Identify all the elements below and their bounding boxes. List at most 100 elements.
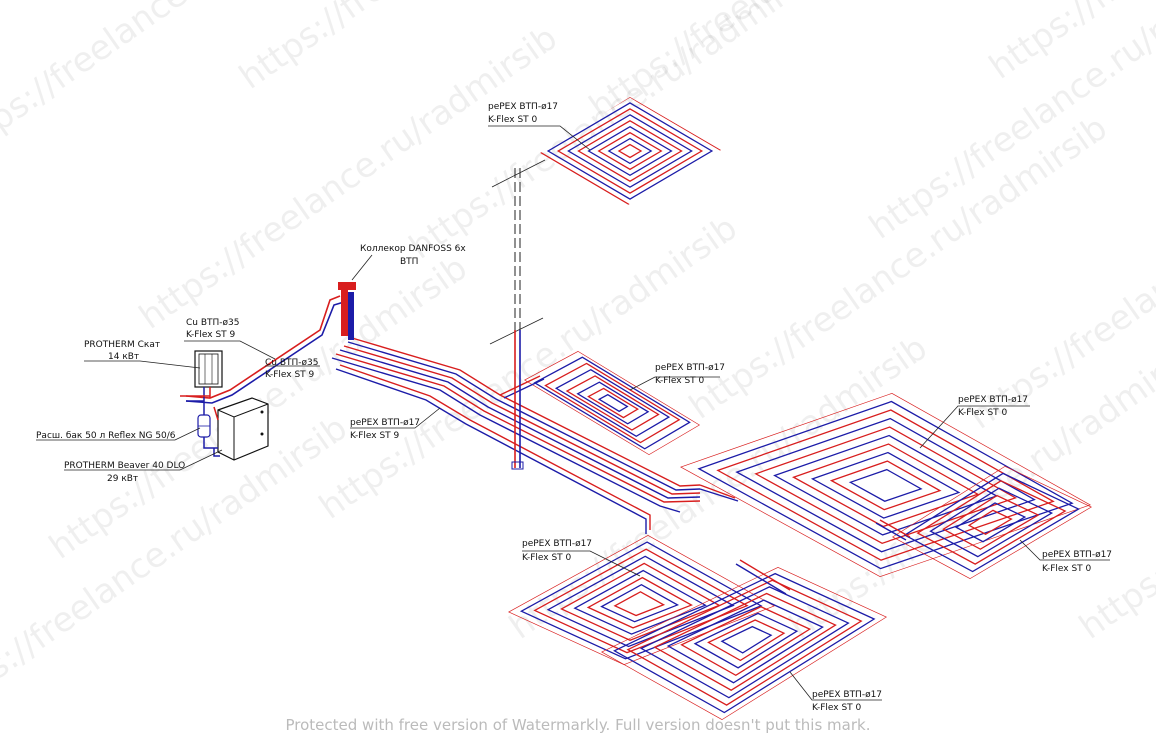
coil-ring	[519, 541, 763, 660]
label-trunk-2: K-Flex ST 9	[350, 431, 400, 441]
label-beaver-2: 29 кВт	[107, 474, 138, 484]
coil-ring	[735, 417, 1036, 553]
coil-ring	[556, 108, 704, 194]
branch-mid-2	[503, 378, 545, 399]
expansion-tank	[197, 414, 211, 438]
trunk-pipe-6	[331, 357, 681, 513]
label-coil-bottom-right-2: K-Flex ST 0	[812, 703, 862, 713]
coil-ring	[533, 548, 749, 654]
boiler-equipment	[180, 350, 269, 461]
coil-ring	[546, 555, 735, 648]
feed-pipe-supply	[185, 295, 341, 399]
coil-ring	[639, 586, 850, 699]
footer-watermark: Protected with free version of Watermark…	[286, 716, 871, 734]
watermark-layer: https://freelance.ru/radmirsibhttps://fr…	[0, 0, 1156, 727]
label-coil-mid-1: pePEX ВТП-ø17	[655, 363, 725, 373]
riser-base	[511, 461, 524, 470]
coil-ring	[626, 579, 863, 706]
label-cu-lower-2: K-Flex ST 9	[265, 370, 315, 380]
labels: pePEX ВТП-ø17 K-Flex ST 0 Коллекор DANFO…	[36, 102, 1112, 713]
floor-heating-coils	[508, 97, 1092, 720]
leader-coil-bottom-right	[789, 671, 882, 701]
coil-ring	[613, 591, 666, 617]
collector-body-blue	[348, 292, 354, 340]
trunk-pipe-8	[335, 368, 647, 534]
trunk-pipe-3	[343, 345, 701, 495]
coil-ring	[546, 102, 714, 200]
leader-beaver	[64, 449, 223, 471]
label-cu-upper-1: Cu ВТП-ø35	[186, 318, 240, 328]
collector-leader	[351, 254, 373, 281]
coil-ring	[720, 625, 773, 654]
leader-tank	[36, 427, 201, 441]
coil-ring	[848, 468, 923, 502]
coil-ring	[754, 426, 1018, 545]
label-collector-1: Коллекор DANFOSS 6x	[360, 244, 466, 254]
coil-ring	[586, 576, 693, 629]
coil-ring	[613, 572, 876, 714]
coil-ring	[597, 393, 629, 413]
coil-ring	[791, 443, 980, 528]
label-coil-far-right-2: K-Flex ST 0	[1042, 564, 1092, 574]
trunk-pipe-2	[347, 341, 701, 491]
boiler-piping	[180, 387, 220, 457]
label-coil-right-1: pePEX ВТП-ø17	[958, 395, 1028, 405]
branch-far-right-2	[875, 522, 907, 541]
coil-ring	[600, 583, 680, 623]
coil-ring	[967, 509, 1013, 535]
leader-skat	[84, 360, 201, 369]
branch-bottom-right-1	[739, 559, 791, 591]
trunk-pipe-5	[335, 353, 701, 503]
coil-ring	[653, 592, 837, 691]
collector-body-red	[341, 288, 348, 336]
label-coil-far-right-1: pePEX ВТП-ø17	[1042, 550, 1112, 560]
coil-ring	[565, 375, 660, 431]
collector-cap	[338, 282, 356, 290]
riser-break-top	[491, 159, 546, 188]
collector-danfoss	[185, 254, 373, 404]
coil-ring	[533, 356, 691, 450]
coil-ring	[554, 368, 671, 438]
coil-ring	[680, 606, 812, 677]
label-coil-bottom-left-2: K-Flex ST 0	[522, 553, 572, 563]
leader-coil-right	[919, 405, 1030, 449]
label-skat-2: 14 кВт	[108, 352, 139, 362]
coil-ring	[929, 487, 1054, 558]
coil-ring	[829, 460, 942, 511]
label-cu-lower-1: Cu ВТП-ø35	[265, 358, 319, 368]
coil-ring	[567, 114, 693, 188]
leader-coil-top	[488, 125, 591, 151]
branch-right-1	[699, 484, 736, 499]
label-skat-1: PROTHERM Скат	[84, 340, 160, 350]
leader-coil-far-right	[1019, 539, 1110, 561]
label-coil-top-2: K-Flex ST 0	[488, 115, 538, 125]
label-coil-top-1: pePEX ВТП-ø17	[488, 102, 558, 112]
coil-ring	[560, 562, 721, 641]
leader-coil-mid	[629, 376, 720, 391]
label-coil-bottom-right-1: pePEX ВТП-ø17	[812, 690, 882, 700]
leader-trunk	[350, 407, 441, 429]
coil-ring	[524, 351, 700, 455]
label-collector-2: ВТП	[400, 257, 418, 267]
protherm-beaver-boiler	[217, 397, 269, 461]
coil-mid	[524, 351, 700, 455]
branch-right-2	[699, 488, 739, 502]
branch-bottom-right-2	[735, 563, 787, 595]
label-coil-mid-2: K-Flex ST 0	[655, 376, 705, 386]
label-coil-bottom-left-1: pePEX ВТП-ø17	[522, 539, 592, 549]
coil-ring	[697, 400, 1074, 570]
trunk-pipe-4	[339, 349, 701, 499]
leader-lines	[36, 125, 1110, 701]
coil-ring	[607, 137, 653, 165]
label-cu-upper-2: K-Flex ST 9	[186, 330, 236, 340]
coil-ring	[573, 569, 707, 635]
coil-ring	[666, 599, 824, 684]
coil-ring	[716, 409, 1055, 561]
coil-right	[680, 393, 1091, 577]
coil-ring	[942, 494, 1040, 550]
coil-ring	[617, 143, 643, 159]
trunk-pipe-7	[339, 364, 651, 530]
leader-coil-bottom-left	[522, 550, 641, 577]
coil-ring	[576, 381, 650, 425]
